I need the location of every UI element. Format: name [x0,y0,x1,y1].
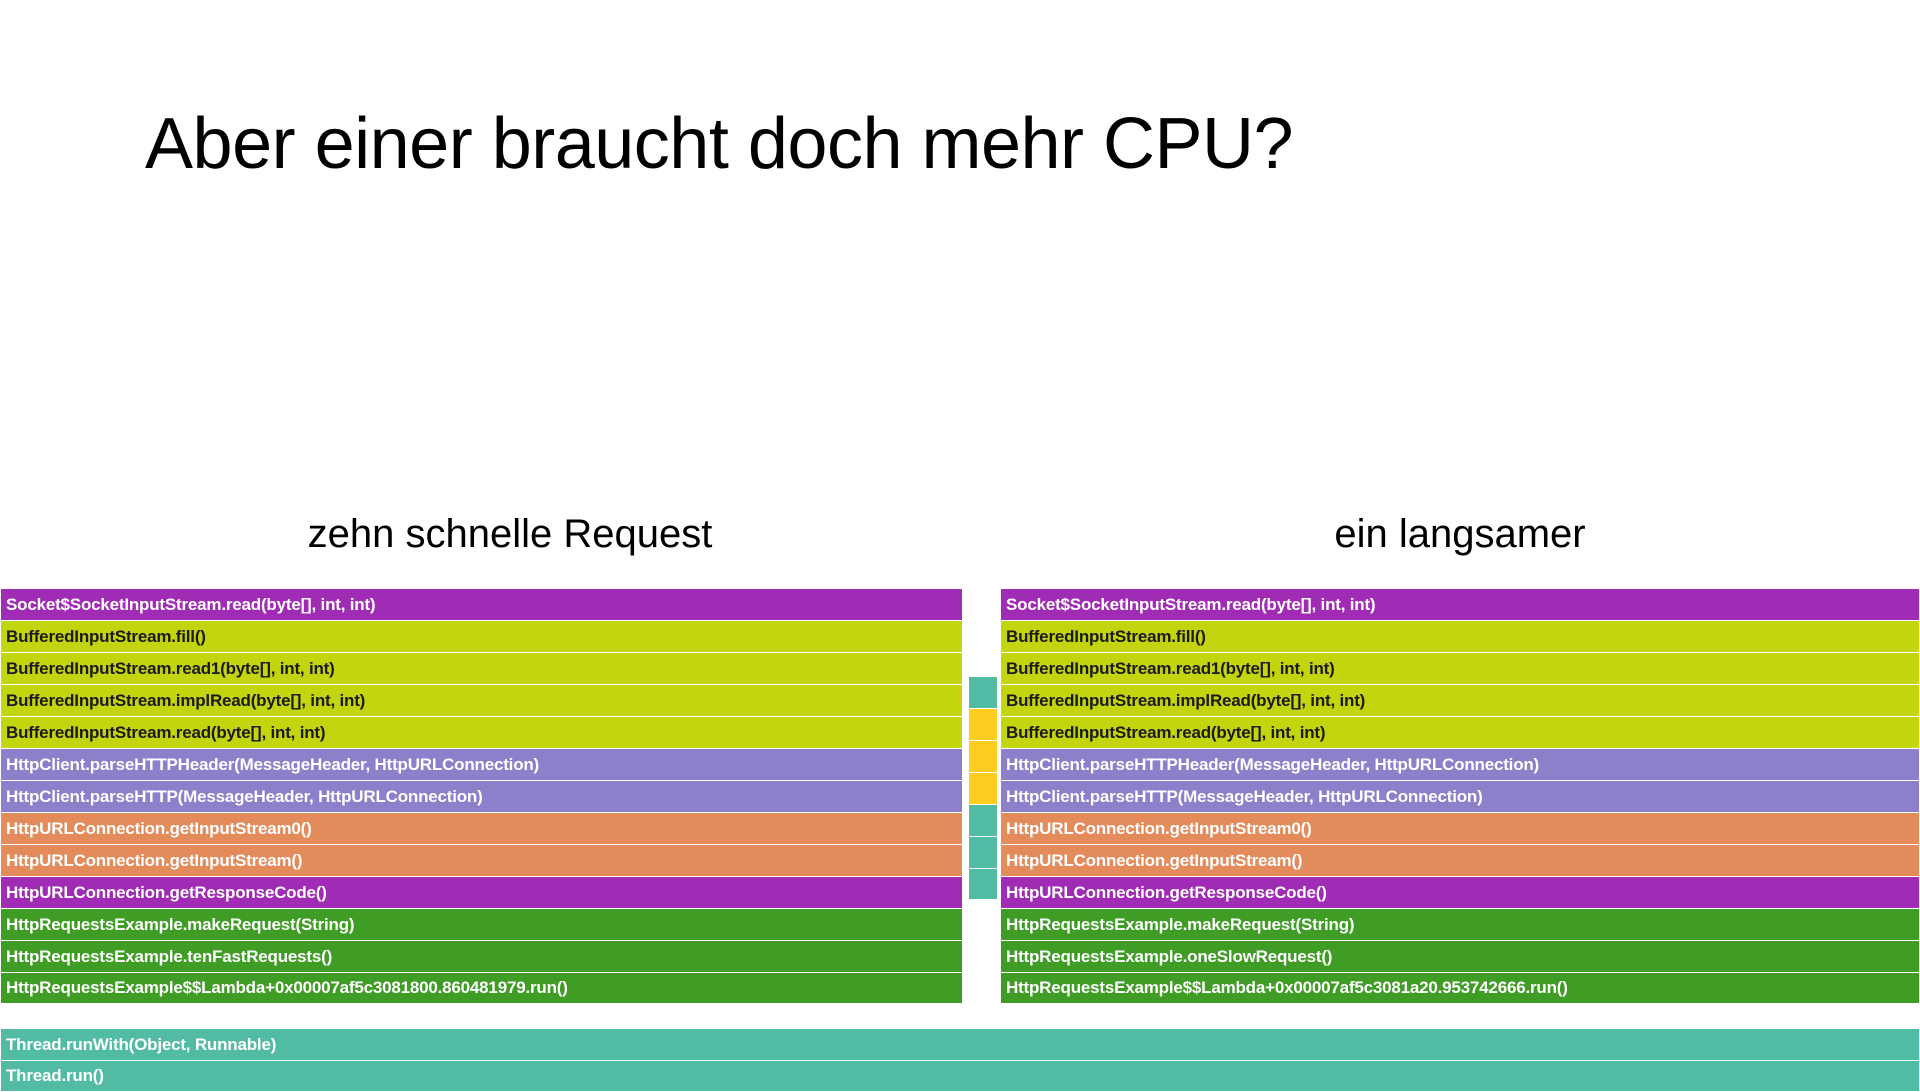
flamegraph-frame[interactable]: HttpClient.parseHTTPHeader(MessageHeader… [1000,748,1920,780]
page-title: Aber einer braucht doch mehr CPU? [145,104,1294,184]
flamegraph-frame[interactable] [968,868,998,900]
flamegraph-frame[interactable]: HttpURLConnection.getInputStream() [0,844,963,876]
flamegraph-frame[interactable]: HttpRequestsExample.oneSlowRequest() [1000,940,1920,972]
flamegraph-frame[interactable]: HttpURLConnection.getInputStream0() [0,812,963,844]
column-caption-left: zehn schnelle Request [307,512,713,556]
flamegraph-frame[interactable]: HttpURLConnection.getInputStream0() [1000,812,1920,844]
flamegraph-stack-base: Thread.runWith(Object, Runnable)Thread.r… [0,1028,1920,1092]
flamegraph-frame[interactable]: HttpRequestsExample$$Lambda+0x00007af5c3… [0,972,963,1004]
flamegraph-frame[interactable]: HttpRequestsExample.makeRequest(String) [0,908,963,940]
flamegraph-frame[interactable]: BufferedInputStream.implRead(byte[], int… [1000,684,1920,716]
flamegraph-frame[interactable]: BufferedInputStream.fill() [0,620,963,652]
flamegraph-frame[interactable] [968,804,998,836]
flamegraph-frame[interactable]: BufferedInputStream.read(byte[], int, in… [1000,716,1920,748]
flamegraph-stack-left: Socket$SocketInputStream.read(byte[], in… [0,588,963,1004]
flamegraph-frame[interactable]: HttpClient.parseHTTPHeader(MessageHeader… [0,748,963,780]
flamegraph-stack-middle [968,676,998,900]
flamegraph-frame[interactable]: Socket$SocketInputStream.read(byte[], in… [1000,588,1920,620]
flamegraph-frame[interactable]: BufferedInputStream.read1(byte[], int, i… [0,652,963,684]
flamegraph-frame[interactable]: Socket$SocketInputStream.read(byte[], in… [0,588,963,620]
flamegraph-frame[interactable] [968,772,998,804]
flamegraph-frame[interactable]: HttpRequestsExample$$Lambda+0x00007af5c3… [1000,972,1920,1004]
flamegraph-frame[interactable]: BufferedInputStream.implRead(byte[], int… [0,684,963,716]
flamegraph-frame[interactable]: HttpURLConnection.getResponseCode() [1000,876,1920,908]
flamegraph-frame[interactable]: HttpURLConnection.getInputStream() [1000,844,1920,876]
flamegraph-frame[interactable]: HttpClient.parseHTTP(MessageHeader, Http… [0,780,963,812]
flamegraph-frame[interactable]: HttpClient.parseHTTP(MessageHeader, Http… [1000,780,1920,812]
flamegraph-frame[interactable]: BufferedInputStream.read(byte[], int, in… [0,716,963,748]
flamegraph-frame[interactable]: BufferedInputStream.read1(byte[], int, i… [1000,652,1920,684]
flamegraph-stack-right: Socket$SocketInputStream.read(byte[], in… [1000,588,1920,1004]
flamegraph: Socket$SocketInputStream.read(byte[], in… [0,588,1920,1092]
flamegraph-frame[interactable]: BufferedInputStream.fill() [1000,620,1920,652]
flamegraph-frame[interactable]: Thread.run() [0,1060,1920,1092]
flamegraph-frame[interactable] [968,676,998,708]
flamegraph-frame[interactable] [968,708,998,740]
flamegraph-frame[interactable] [968,836,998,868]
flamegraph-frame[interactable]: HttpRequestsExample.makeRequest(String) [1000,908,1920,940]
flamegraph-frame[interactable]: HttpURLConnection.getResponseCode() [0,876,963,908]
flamegraph-frame[interactable]: Thread.runWith(Object, Runnable) [0,1028,1920,1060]
column-caption-right: ein langsamer [1334,512,1586,556]
flamegraph-frame[interactable] [968,740,998,772]
flamegraph-frame[interactable]: HttpRequestsExample.tenFastRequests() [0,940,963,972]
